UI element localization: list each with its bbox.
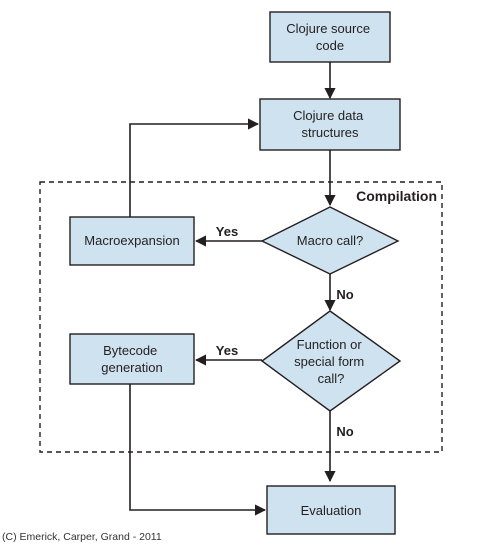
node-clojure-source-code: Clojure source code (269, 11, 391, 63)
function-yes-label: Yes (216, 343, 238, 358)
node-label: Function or special form call? (294, 337, 368, 386)
node-macroexpansion: Macroexpansion (69, 216, 195, 266)
node-label: Macro call? (297, 233, 363, 248)
edge-bytecode-to-evaluation (129, 384, 267, 516)
node-evaluation: Evaluation (266, 485, 396, 535)
node-label: Macroexpansion (84, 233, 179, 248)
compilation-region (39, 181, 443, 453)
node-label: Clojure source code (286, 21, 373, 53)
compilation-label: Compilation (356, 188, 437, 204)
node-function-call-decision: Function or special form call? (260, 310, 402, 412)
macro-yes-label: Yes (216, 224, 238, 239)
node-bytecode-generation: Bytecode generation (69, 333, 195, 385)
node-clojure-data-structures: Clojure data structures (259, 98, 401, 151)
macro-no-label: No (336, 287, 353, 302)
copyright-credit: (C) Emerick, Carper, Grand - 2011 (2, 531, 162, 543)
node-label: Clojure data structures (293, 108, 367, 140)
node-macro-call-decision: Macro call? (260, 206, 400, 275)
edge-macroexpansion-to-data (129, 118, 260, 217)
node-label: Bytecode generation (101, 343, 162, 375)
node-label: Evaluation (301, 503, 362, 518)
function-no-label: No (336, 424, 353, 439)
